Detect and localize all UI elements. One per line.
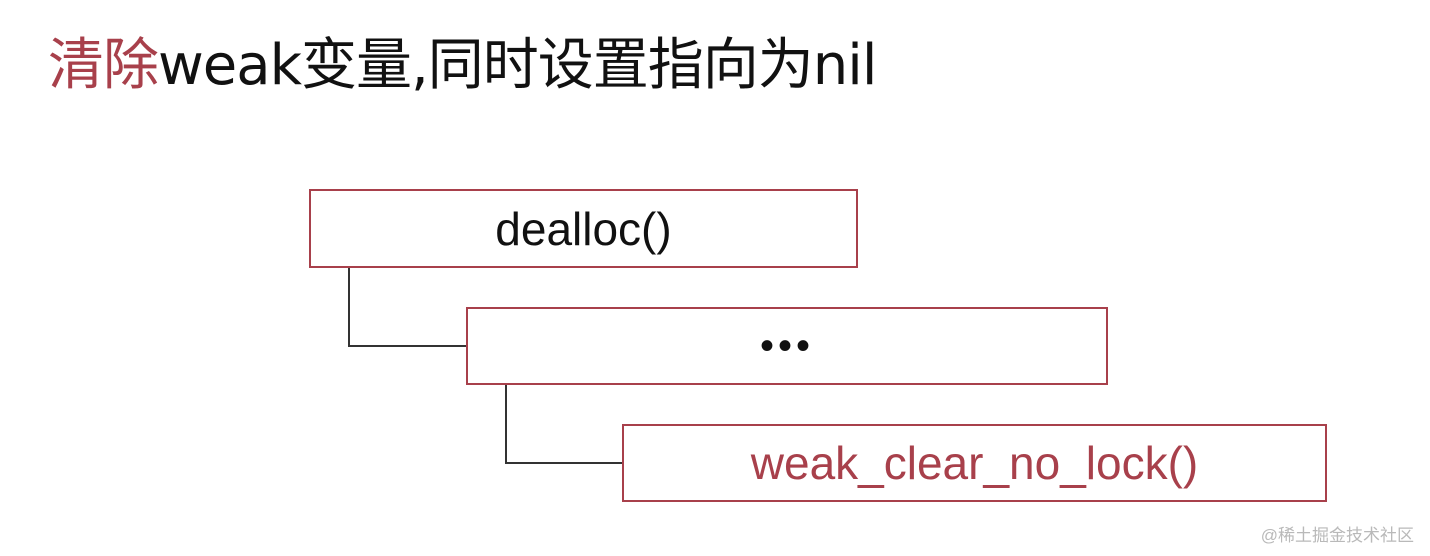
title-rest: weak变量,同时设置指向为nil — [158, 33, 877, 98]
slide-title: 清除weak变量,同时设置指向为nil — [48, 30, 877, 102]
watermark: @稀土掘金技术社区 — [1260, 526, 1414, 545]
weak-clear-box: weak_clear_no_lock() — [622, 424, 1327, 502]
dealloc-box: dealloc() — [309, 189, 858, 268]
dealloc-label: dealloc() — [495, 202, 672, 255]
ellipsis-label: ••• — [759, 323, 814, 368]
connector-dealloc-vertical — [348, 268, 350, 346]
connector-ellipsis-vertical — [505, 385, 507, 464]
connector-dealloc-horizontal — [348, 345, 466, 347]
title-highlight: 清除 — [48, 33, 159, 98]
ellipsis-box: ••• — [466, 307, 1108, 385]
connector-ellipsis-horizontal — [505, 462, 622, 464]
weak-clear-label: weak_clear_no_lock() — [750, 437, 1199, 489]
